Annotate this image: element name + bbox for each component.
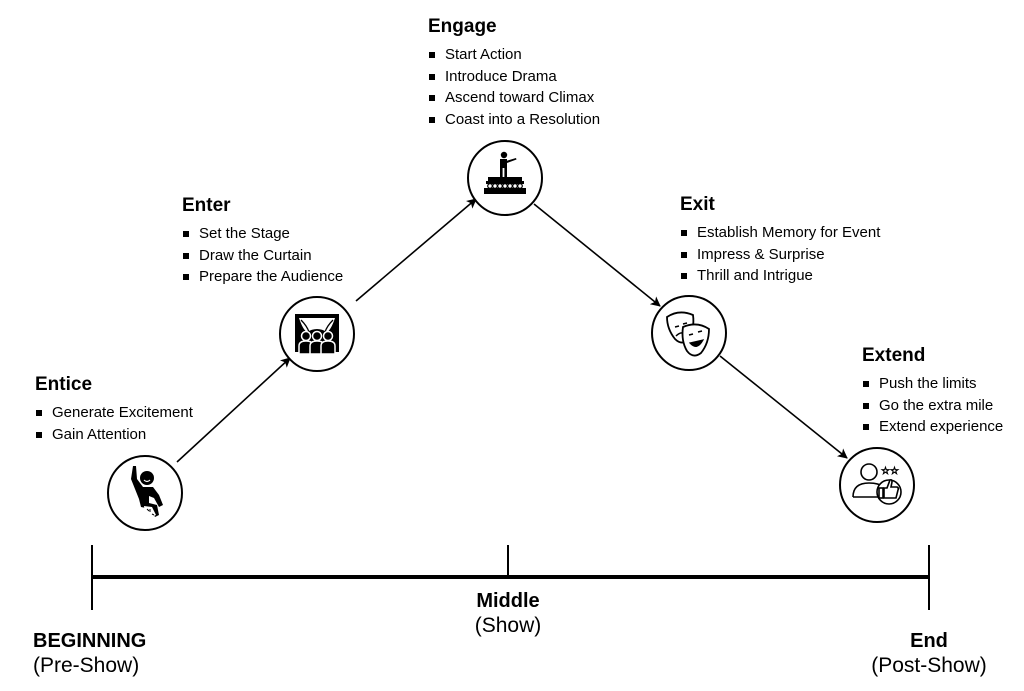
bullet-item: Prepare the Audience (182, 266, 343, 288)
stage-title: Enter (182, 195, 231, 216)
timeline-beginning-subtitle: (Pre-Show) (33, 654, 140, 677)
stage-engage: Engage Start Action Introduce Drama Asce… (428, 16, 600, 130)
timeline-end-title: End (910, 630, 948, 652)
performer-on-stage-icon (484, 151, 526, 194)
engage-node (467, 140, 543, 216)
stage-bullets: Start Action Introduce Drama Ascend towa… (428, 44, 600, 130)
bullet-item: Impress & Surprise (680, 244, 880, 266)
timeline-label-end: End (Post-Show) (864, 629, 994, 679)
stage-title: Engage (428, 16, 497, 37)
stage-extend: Extend Push the limits Go the extra mile… (862, 345, 1003, 438)
arrow-exit-to-extend (719, 355, 848, 459)
bullet-item: Go the extra mile (862, 395, 1003, 417)
enter-node (279, 296, 355, 372)
stage-bullets: Set the Stage Draw the Curtain Prepare t… (182, 223, 343, 288)
bullet-item: Draw the Curtain (182, 245, 343, 267)
exit-node (651, 295, 727, 371)
bullet-item: Start Action (428, 44, 600, 66)
stage-exit: Exit Establish Memory for Event Impress … (680, 194, 880, 287)
entice-node (107, 455, 183, 531)
stage-title: Exit (680, 194, 715, 215)
svg-text:☆☆: ☆☆ (881, 466, 899, 477)
bullet-item: Thrill and Intrigue (680, 265, 880, 287)
timeline-label-beginning: BEGINNING (Pre-Show) (33, 629, 146, 679)
excited-person-icon (131, 466, 163, 518)
user-thumbs-up-rating-icon: ☆☆ (852, 463, 902, 505)
stage-bullets: Generate Excitement Gain Attention (35, 402, 193, 445)
bullet-item: Coast into a Resolution (428, 109, 600, 131)
bullet-item: Establish Memory for Event (680, 222, 880, 244)
arrow-enter-to-engage (355, 198, 477, 302)
arrow-engage-to-exit (533, 203, 661, 307)
timeline-label-middle: Middle (Show) (458, 589, 558, 639)
stage-enter: Enter Set the Stage Draw the Curtain Pre… (182, 195, 343, 288)
timeline-beginning-title: BEGINNING (33, 630, 147, 652)
stage-bullets: Establish Memory for Event Impress & Sur… (680, 222, 880, 287)
theater-masks-icon (666, 311, 710, 357)
stage-bullets: Push the limits Go the extra mile Extend… (862, 373, 1003, 438)
extend-node: ☆☆ (839, 447, 915, 523)
stage-entice: Entice Generate Excitement Gain Attentio… (35, 374, 193, 445)
bullet-item: Set the Stage (182, 223, 343, 245)
timeline-middle-subtitle: (Show) (474, 614, 542, 637)
bullet-item: Introduce Drama (428, 66, 600, 88)
timeline-middle-title: Middle (476, 590, 540, 612)
theater-curtain-audience-icon (295, 314, 339, 355)
stage-title: Entice (35, 374, 93, 395)
bullet-item: Ascend toward Climax (428, 87, 600, 109)
stage-title: Extend (862, 345, 926, 366)
arrow-entice-to-enter (176, 357, 291, 463)
bullet-item: Gain Attention (35, 424, 193, 446)
bullet-item: Push the limits (862, 373, 1003, 395)
timeline-end-subtitle: (Post-Show) (871, 654, 987, 677)
bullet-item: Extend experience (862, 416, 1003, 438)
bullet-item: Generate Excitement (35, 402, 193, 424)
